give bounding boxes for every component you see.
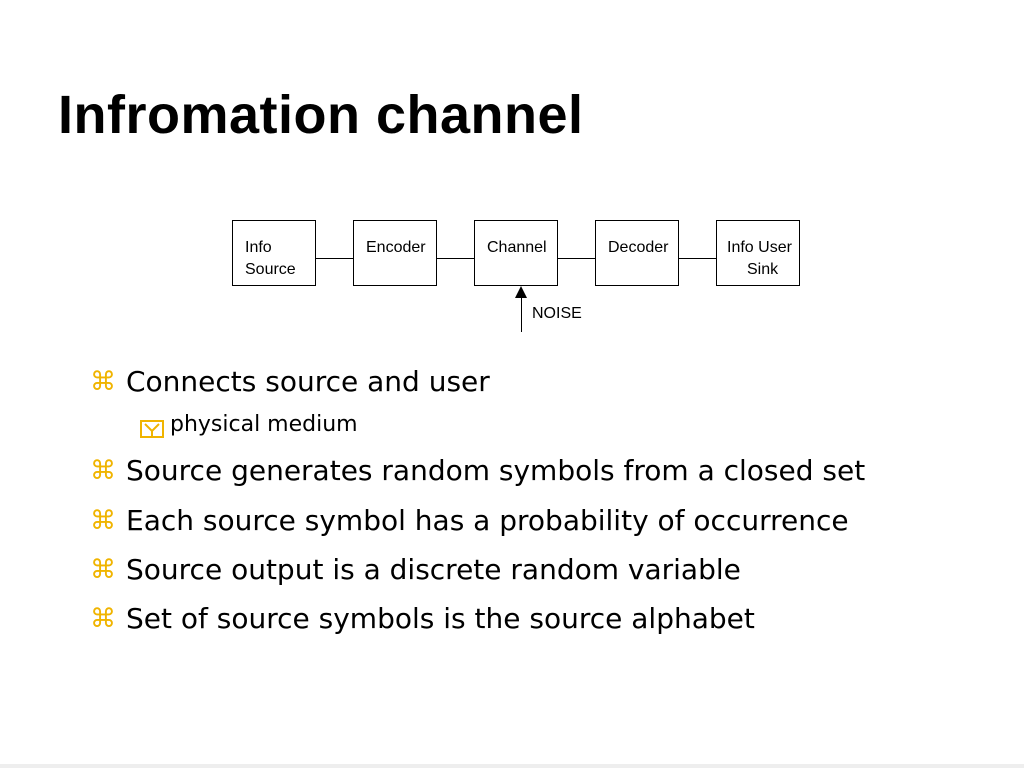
command-key-icon: ⌘ xyxy=(90,555,116,585)
noise-label: NOISE xyxy=(532,305,582,322)
noise-arrow-head xyxy=(515,286,527,298)
info-user-label-line2: Sink xyxy=(747,261,779,278)
bullet-text: Source generates random symbols from a c… xyxy=(126,454,866,487)
connector-channel-decoder xyxy=(558,258,595,259)
encoder-box: Encoder xyxy=(353,220,437,286)
info-source-label-line1: Info xyxy=(245,239,272,256)
command-key-icon: ⌘ xyxy=(90,604,116,634)
command-key-icon: ⌘ xyxy=(90,367,116,397)
sub-bullet-item: physical medium xyxy=(140,409,358,441)
channel-box: Channel xyxy=(474,220,558,286)
sub-bullet-text: physical medium xyxy=(170,412,358,437)
bullet-item: ⌘ Connects source and user xyxy=(90,364,490,400)
bullet-item: ⌘ Set of source symbols is the source al… xyxy=(90,601,755,637)
channel-diagram: Info Source Encoder Channel Decoder Info… xyxy=(0,0,1024,360)
slide-title: Infromation channel xyxy=(58,85,584,145)
info-source-box: Info Source xyxy=(232,220,316,286)
encoder-label: Encoder xyxy=(366,239,426,256)
bullet-text: Each source symbol has a probability of … xyxy=(126,504,849,537)
noise-arrow-line xyxy=(521,294,522,332)
info-source-label-line2: Source xyxy=(245,261,296,278)
connector-encoder-channel xyxy=(437,258,474,259)
bullet-text: Set of source symbols is the source alph… xyxy=(126,602,755,635)
bullet-text: Source output is a discrete random varia… xyxy=(126,553,741,586)
command-key-icon: ⌘ xyxy=(90,456,116,486)
boxed-y-icon xyxy=(140,416,164,438)
connector-source-encoder xyxy=(316,258,353,259)
decoder-box: Decoder xyxy=(595,220,679,286)
info-user-sink-box: Info User Sink xyxy=(716,220,800,286)
command-key-icon: ⌘ xyxy=(90,506,116,536)
channel-label: Channel xyxy=(487,239,547,256)
info-user-label-line1: Info User xyxy=(727,239,792,256)
bullet-item: ⌘ Source generates random symbols from a… xyxy=(90,453,865,489)
bullet-text: Connects source and user xyxy=(126,365,490,398)
decoder-label: Decoder xyxy=(608,239,669,256)
bullet-item: ⌘ Each source symbol has a probability o… xyxy=(90,503,849,539)
connector-decoder-sink xyxy=(679,258,716,259)
bullet-item: ⌘ Source output is a discrete random var… xyxy=(90,552,741,588)
slide-bottom-edge xyxy=(0,764,1024,768)
